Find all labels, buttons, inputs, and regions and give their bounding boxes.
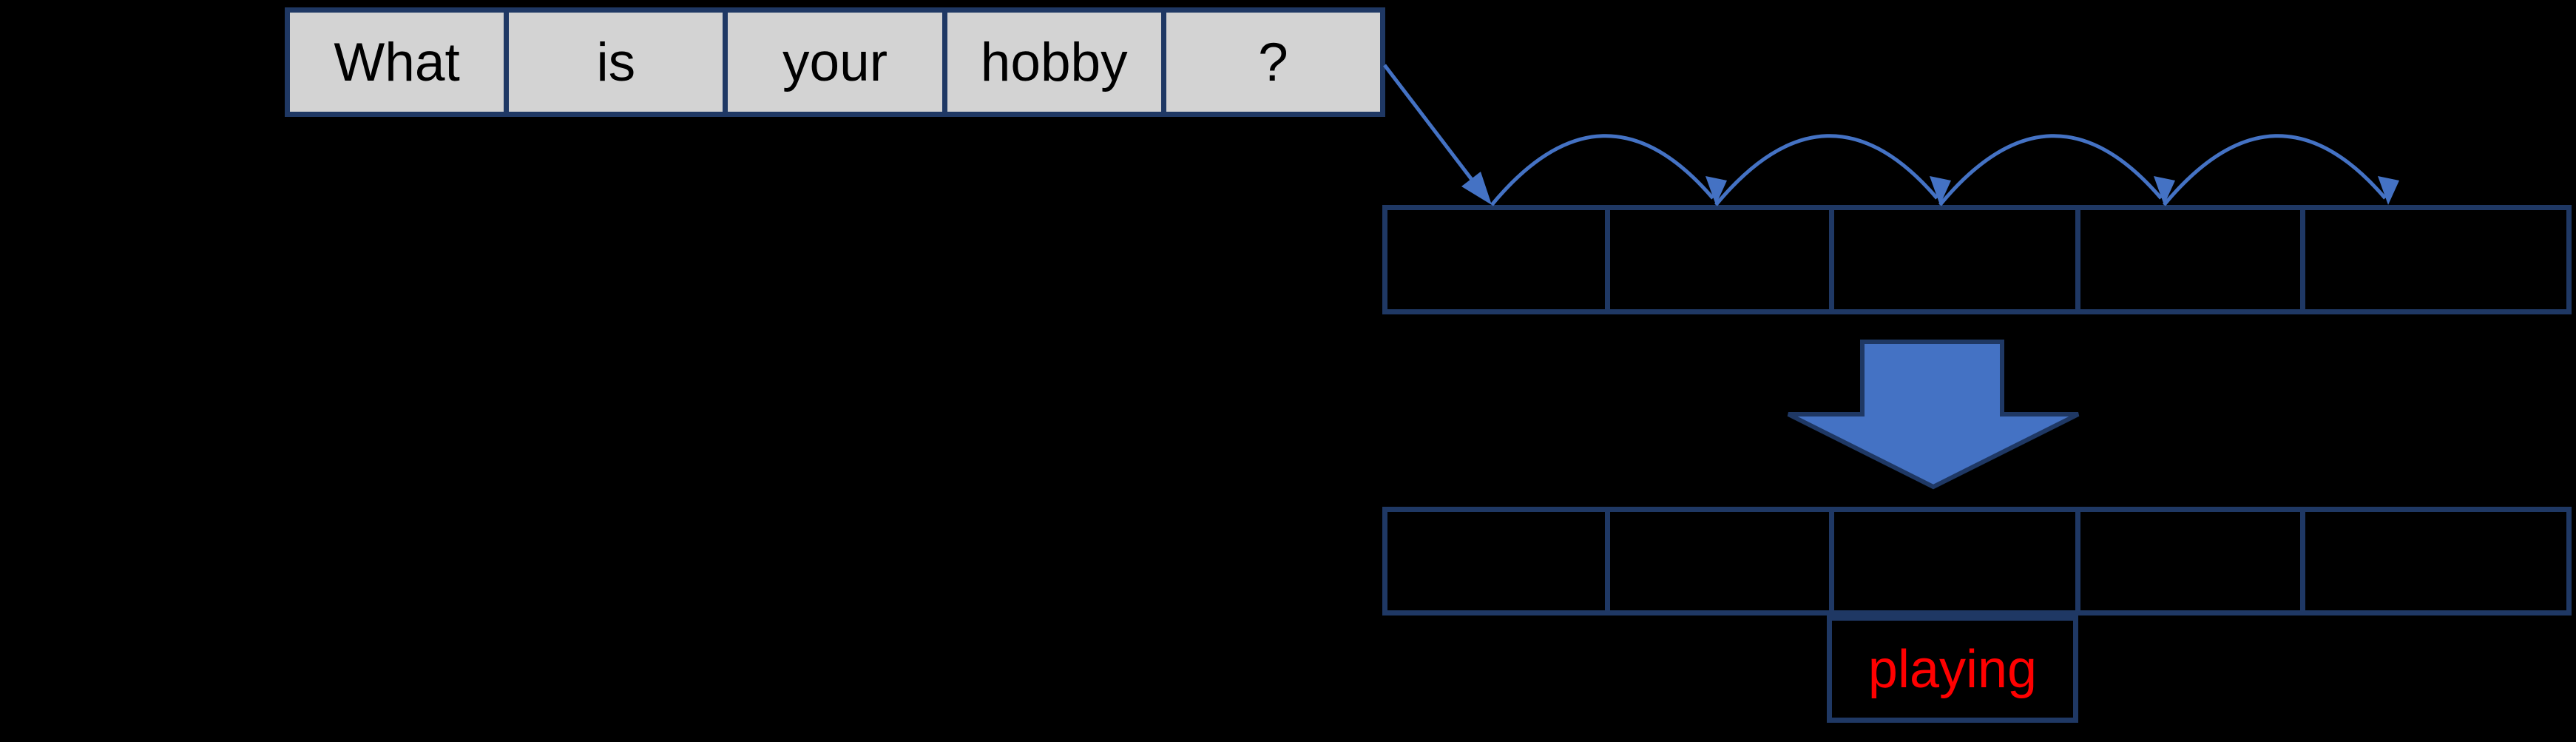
diagonal-arrow-icon	[1383, 64, 1492, 205]
upper-empty-row	[1382, 205, 2572, 314]
hop-arc-icon	[1938, 134, 2175, 206]
word-cell-1: What	[290, 13, 510, 112]
hop-arc-icon	[1490, 134, 1727, 206]
cell-divider	[2075, 512, 2080, 610]
cell-divider	[1605, 512, 1610, 610]
cell-divider	[2300, 512, 2305, 610]
word-cell-4: hobby	[947, 13, 1166, 112]
word-cell-2: is	[509, 13, 728, 112]
word-cell-3: your	[728, 13, 947, 112]
hop-arc-icon	[2163, 134, 2399, 206]
cell-divider	[1829, 210, 1834, 309]
word-cell-5: ?	[1258, 32, 1288, 92]
output-word-box: playing	[1827, 615, 2078, 723]
output-word-label: playing	[1867, 639, 2038, 699]
big-down-arrow-icon	[1787, 340, 2080, 490]
hop-arc-icon	[1714, 134, 1951, 206]
cell-divider	[1829, 512, 1834, 610]
cell-divider	[2300, 210, 2305, 309]
sentence-word-row: What is your hobby ?	[285, 7, 1385, 117]
lower-empty-row	[1382, 507, 2572, 615]
cell-divider	[1605, 210, 1610, 309]
cell-divider	[2075, 210, 2080, 309]
